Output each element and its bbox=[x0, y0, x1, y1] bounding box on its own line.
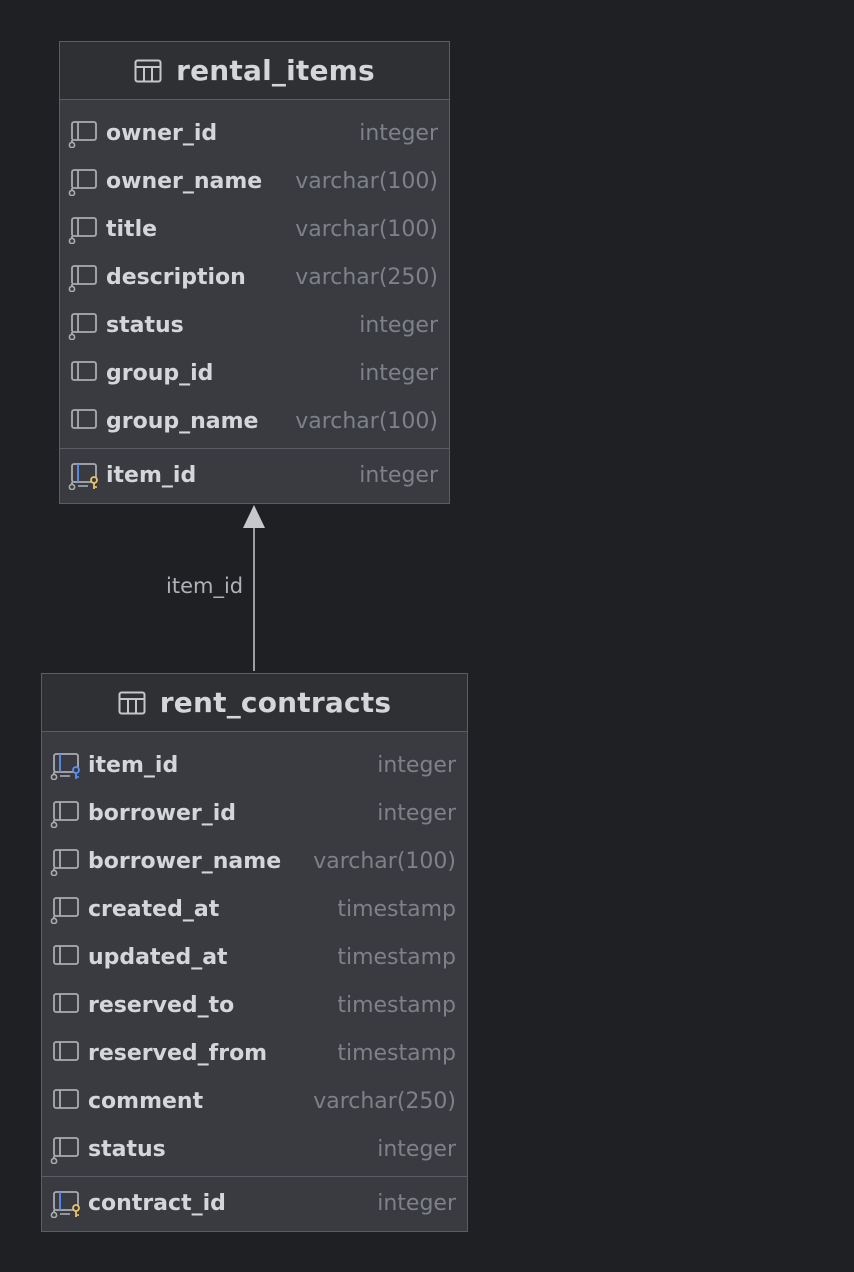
column-name: comment bbox=[88, 1089, 204, 1114]
column-type: varchar(100) bbox=[313, 849, 456, 874]
column-type: integer bbox=[359, 361, 438, 386]
column-notnull-icon bbox=[50, 896, 82, 925]
column-type: timestamp bbox=[337, 993, 456, 1018]
column-row[interactable]: comment varchar(250) bbox=[42, 1078, 467, 1126]
column-row[interactable]: status integer bbox=[42, 1126, 467, 1174]
column-type: integer bbox=[377, 1191, 456, 1216]
column-row[interactable]: group_name varchar(100) bbox=[60, 398, 449, 446]
table-header[interactable]: rent_contracts bbox=[42, 674, 467, 732]
column-type: timestamp bbox=[337, 1041, 456, 1066]
column-row[interactable]: updated_at timestamp bbox=[42, 934, 467, 982]
column-row[interactable]: group_id integer bbox=[60, 350, 449, 398]
column-name: owner_id bbox=[106, 121, 218, 146]
table-icon bbox=[118, 691, 146, 714]
column-row[interactable]: borrower_name varchar(100) bbox=[42, 838, 467, 886]
column-notnull-icon bbox=[68, 312, 100, 341]
column-row[interactable]: title varchar(100) bbox=[60, 206, 449, 254]
column-notnull-icon bbox=[50, 1136, 82, 1165]
key-separator bbox=[60, 448, 449, 449]
column-notnull-icon bbox=[68, 168, 100, 197]
column-type: varchar(250) bbox=[295, 265, 438, 290]
column-icon bbox=[50, 944, 82, 972]
column-icon bbox=[68, 360, 100, 388]
column-type: varchar(100) bbox=[295, 169, 438, 194]
primary-key-icon bbox=[68, 462, 100, 491]
column-type: varchar(100) bbox=[295, 217, 438, 242]
column-row[interactable]: owner_name varchar(100) bbox=[60, 158, 449, 206]
column-name: status bbox=[88, 1137, 166, 1162]
foreign-key-icon bbox=[50, 752, 82, 781]
column-name: description bbox=[106, 265, 246, 290]
relation-label: item_id bbox=[166, 574, 244, 598]
column-name: borrower_id bbox=[88, 801, 237, 826]
column-icon bbox=[50, 1040, 82, 1068]
column-icon bbox=[50, 992, 82, 1020]
column-name: reserved_from bbox=[88, 1041, 268, 1066]
column-row[interactable]: created_at timestamp bbox=[42, 886, 467, 934]
key-separator bbox=[42, 1176, 467, 1177]
column-type: integer bbox=[377, 753, 456, 778]
column-name: created_at bbox=[88, 897, 220, 922]
column-name: reserved_to bbox=[88, 993, 235, 1018]
column-type: integer bbox=[359, 121, 438, 146]
column-type: integer bbox=[359, 313, 438, 338]
column-type: integer bbox=[377, 801, 456, 826]
primary-key-icon bbox=[50, 1190, 82, 1219]
table-icon bbox=[134, 59, 162, 82]
column-row[interactable]: description varchar(250) bbox=[60, 254, 449, 302]
column-name: item_id bbox=[106, 463, 197, 488]
table-title: rent_contracts bbox=[159, 686, 392, 719]
column-type: varchar(250) bbox=[313, 1089, 456, 1114]
column-icon bbox=[68, 408, 100, 436]
column-type: timestamp bbox=[337, 897, 456, 922]
column-row[interactable]: borrower_id integer bbox=[42, 790, 467, 838]
column-type: varchar(100) bbox=[295, 409, 438, 434]
column-name: group_id bbox=[106, 361, 214, 386]
column-row[interactable]: item_id integer bbox=[42, 742, 467, 790]
column-icon bbox=[50, 1088, 82, 1116]
column-row[interactable]: status integer bbox=[60, 302, 449, 350]
column-type: timestamp bbox=[337, 945, 456, 970]
column-name: status bbox=[106, 313, 184, 338]
column-notnull-icon bbox=[68, 216, 100, 245]
column-notnull-icon bbox=[68, 120, 100, 149]
column-row[interactable]: reserved_from timestamp bbox=[42, 1030, 467, 1078]
column-row[interactable]: owner_id integer bbox=[60, 110, 449, 158]
column-notnull-icon bbox=[50, 800, 82, 829]
column-type: integer bbox=[377, 1137, 456, 1162]
column-name: borrower_name bbox=[88, 849, 282, 874]
table-header[interactable]: rental_items bbox=[60, 42, 449, 100]
column-name: updated_at bbox=[88, 945, 228, 970]
primary-key-row[interactable]: item_id integer bbox=[60, 449, 449, 503]
column-notnull-icon bbox=[50, 848, 82, 877]
column-type: integer bbox=[359, 463, 438, 488]
column-row[interactable]: reserved_to timestamp bbox=[42, 982, 467, 1030]
relation-arrowhead bbox=[243, 505, 265, 528]
column-name: group_name bbox=[106, 409, 259, 434]
column-name: owner_name bbox=[106, 169, 263, 194]
column-name: item_id bbox=[88, 753, 179, 778]
table-title: rental_items bbox=[176, 54, 375, 87]
column-notnull-icon bbox=[68, 264, 100, 293]
primary-key-row[interactable]: contract_id integer bbox=[42, 1177, 467, 1231]
column-name: title bbox=[106, 217, 158, 242]
column-name: contract_id bbox=[88, 1191, 226, 1216]
